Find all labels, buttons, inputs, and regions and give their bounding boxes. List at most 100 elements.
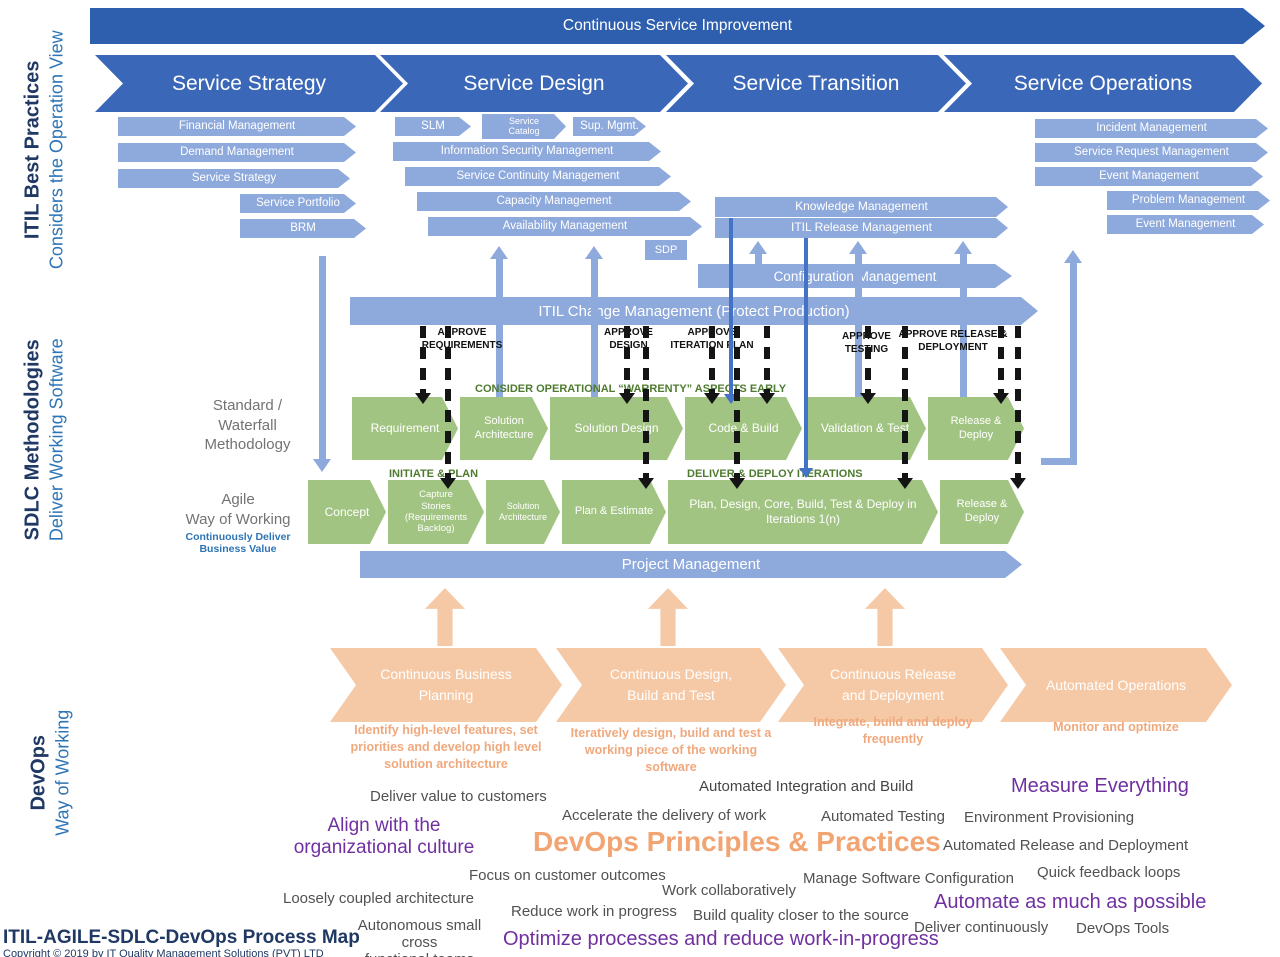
map-title: ITIL-AGILE-SDLC-DevOps Process Map	[3, 927, 360, 948]
side-label-sdlc: SDLC Methodologies Deliver Working Softw…	[20, 280, 68, 600]
waterfall-release-deploy-arrow: Release & Deploy	[928, 397, 1024, 460]
itil-service-catalog-arrow: Service Catalog	[482, 114, 566, 139]
side-label-devops: DevOps Way of Working	[26, 663, 74, 883]
transition-to-codebuild-arrow	[729, 218, 733, 394]
side-label-itil-subtitle: Considers the Operation View	[46, 30, 67, 270]
side-label-devops-title: DevOps	[27, 734, 50, 811]
gate-arrow-head-icon	[759, 393, 775, 404]
arrow-head-up-icon	[749, 241, 767, 254]
arrow-head-up-icon	[585, 246, 603, 259]
devops-phase-continuous-business-planning: Continuous Business Planning	[330, 648, 562, 722]
warranty-note: CONSIDER OPERATIONAL “WARRENTY” ASPECTS …	[475, 383, 787, 395]
side-label-devops-subtitle: Way of Working	[52, 709, 73, 836]
arrow-shaft	[854, 254, 862, 444]
gate-arrow-head-icon	[1010, 478, 1026, 489]
elbow-arrow-vertical	[1070, 261, 1077, 461]
arrow-head-up-icon	[849, 241, 867, 254]
arrow-head-up-icon	[490, 246, 508, 259]
gate-dash-line	[998, 326, 1004, 393]
practice-automated-integration: Automated Integration and Build	[699, 778, 914, 795]
devops-note-release: Integrate, build and deploy frequently	[813, 715, 973, 746]
agile-capture-stories-arrow: Capture Stories (Requirements Backlog)	[388, 480, 484, 544]
agile-way-of-working-label: Agile Way of Working	[185, 491, 291, 528]
gate-arrow-head-icon	[860, 393, 876, 404]
stage-service-strategy: Service Strategy	[95, 55, 403, 112]
gate-dash-line	[445, 326, 451, 478]
itil-service-continuity-arrow: Service Continuity Management	[405, 167, 671, 186]
practice-deliver-value: Deliver value to customers	[370, 788, 547, 805]
arrow-shaft	[959, 254, 967, 444]
gate-arrow-head-icon	[704, 393, 720, 404]
arrow-head-up-icon	[954, 241, 972, 254]
practice-environment-provisioning: Environment Provisioning	[964, 809, 1135, 826]
itil-incident-management-arrow: Incident Management	[1035, 119, 1268, 138]
gate-dash-line	[734, 326, 740, 478]
practice-reduce-wip: Reduce work in progress	[511, 903, 677, 920]
itil-sdp-box: SDP	[645, 240, 687, 260]
transition-to-iterations-arrow-head-icon	[799, 468, 813, 478]
stage-service-operations: Service Operations	[944, 55, 1262, 112]
gate-arrow-head-icon	[897, 478, 913, 489]
agile-release-deploy-arrow: Release & Deploy	[940, 480, 1024, 544]
practice-autonomous-teams: Autonomous small cross functional teams	[357, 917, 482, 957]
practice-automated-testing: Automated Testing	[821, 808, 945, 825]
gate-dash-line	[764, 326, 770, 393]
gate-dash-line	[709, 326, 715, 393]
practice-work-collaboratively: Work collaboratively	[662, 882, 796, 899]
itil-problem-management-arrow: Problem Management	[1107, 191, 1270, 210]
side-label-sdlc-subtitle: Deliver Working Software	[46, 338, 67, 542]
copyright-line: Copyright © 2019 by IT Quality Managemen…	[3, 948, 324, 957]
side-label-itil-title: ITIL Best Practices	[21, 60, 44, 240]
agile-plan-estimate-arrow: Plan & Estimate	[562, 480, 666, 544]
devops-phase-continuous-release-deployment: Continuous Release and Deployment	[778, 648, 1008, 722]
itil-availability-management-arrow: Availability Management	[428, 217, 702, 236]
practice-loosely-coupled: Loosely coupled architecture	[283, 890, 474, 907]
stage-service-transition: Service Transition	[666, 55, 966, 112]
principle-align-culture: Align with the organizational culture	[293, 815, 475, 858]
practice-focus-outcomes: Focus on customer outcomes	[469, 867, 666, 884]
devops-phase-automated-operations: Automated Operations	[1000, 648, 1232, 722]
agile-iterations-arrow: Plan, Design, Core, Build, Test & Deploy…	[668, 480, 938, 544]
gate-dash-line	[420, 326, 426, 393]
initiate-plan-label: INITIATE & PLAN	[389, 468, 479, 480]
waterfall-code-build-arrow: Code & Build	[685, 397, 802, 460]
flow-arrow-config-up-1	[749, 241, 767, 265]
arrow-shaft	[495, 259, 503, 444]
waterfall-solution-design-arrow: Solution Design	[550, 397, 683, 460]
devops-up-arrow-2	[648, 588, 688, 646]
principle-optimize: Optimize processes and reduce work-in-pr…	[503, 928, 939, 950]
arrow-head-down-icon	[313, 459, 331, 472]
side-label-sdlc-title: SDLC Methodologies	[21, 339, 44, 541]
gate-arrow-head-icon	[729, 478, 745, 489]
arrow-shaft	[590, 259, 598, 444]
devops-phase-continuous-design-build-test: Continuous Design, Build and Test	[556, 648, 786, 722]
principle-measure-everything: Measure Everything	[1011, 775, 1189, 797]
gate-arrow-head-icon	[440, 478, 456, 489]
waterfall-requirement-arrow: Requirement	[352, 397, 458, 460]
practice-automated-release: Automated Release and Deployment	[943, 837, 1189, 854]
itil-brm-arrow: BRM	[240, 219, 366, 238]
gate-dash-line	[865, 326, 871, 393]
transition-to-iterations-arrow	[804, 238, 808, 468]
flow-arrow-strategy-down	[313, 256, 331, 472]
transition-to-codebuild-arrow-head-icon	[724, 394, 738, 404]
arrow-shaft	[318, 256, 326, 459]
devops-note-design-build-test: Iteratively design, build and test a wor…	[570, 726, 772, 774]
itil-event-management-2-arrow: Event Management	[1107, 215, 1264, 234]
principle-automate: Automate as much as possible	[934, 891, 1207, 913]
practice-devops-tools: DevOps Tools	[1076, 920, 1170, 937]
itil-service-strategy-arrow: Service Strategy	[118, 169, 350, 188]
gate-arrow-head-icon	[638, 478, 654, 489]
elbow-arrow-horizontal	[1041, 458, 1077, 465]
gate-arrow-head-icon	[619, 393, 635, 404]
stage-service-design: Service Design	[380, 55, 688, 112]
devops-principles-title: DevOps Principles & Practices	[533, 826, 941, 857]
gate-dash-line	[1015, 326, 1021, 478]
itil-slm-arrow: SLM	[395, 117, 471, 136]
waterfall-solution-architecture-arrow: Solution Architecture	[460, 397, 548, 460]
gate-arrow-head-icon	[993, 393, 1009, 404]
elbow-arrow-head-up-icon	[1064, 250, 1082, 263]
practice-quick-feedback: Quick feedback loops	[1037, 864, 1181, 881]
arrow-shaft	[754, 254, 762, 265]
